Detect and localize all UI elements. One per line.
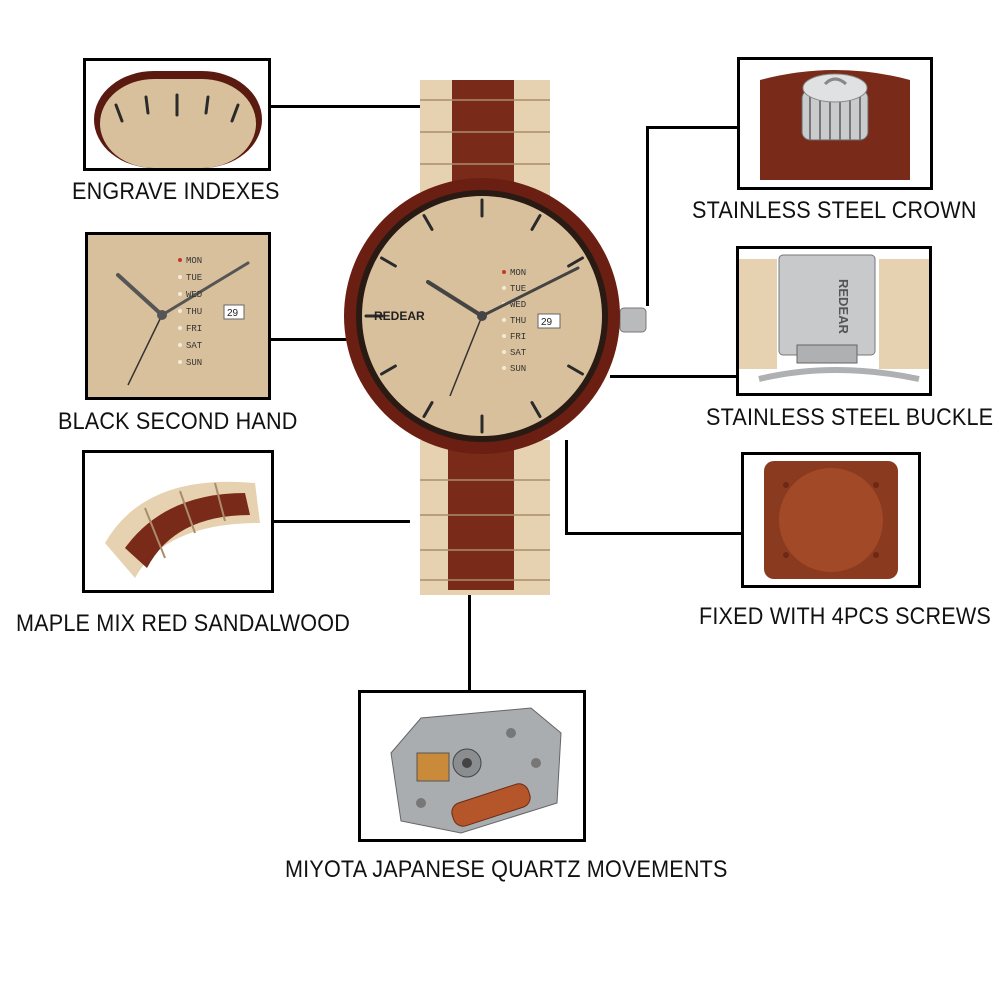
inset-day-label: MON <box>186 256 202 266</box>
inset-day-label: WED <box>186 290 202 300</box>
leader-line-crown-v <box>646 126 649 306</box>
dial-index <box>422 214 434 231</box>
second-hand-image: MON TUE WED THU FRI SAT SUN 29 <box>88 235 268 397</box>
engrave-indexes-label: ENGRAVE INDEXES <box>72 178 280 205</box>
screws-inset <box>741 452 921 588</box>
engrave-indexes-inset <box>83 58 271 171</box>
black-second-hand-label: BLACK SECOND HAND <box>58 408 298 435</box>
dial-brand: REDEAR <box>374 309 425 323</box>
dial-day-label: TUE <box>510 284 526 294</box>
inset-day-label: TUE <box>186 273 202 283</box>
movement-image <box>361 693 583 839</box>
leader-line-engrave <box>270 105 436 108</box>
inset-day-label: FRI <box>186 324 202 334</box>
inset-day-dot <box>178 343 182 347</box>
dial-day-label: MON <box>510 268 526 278</box>
maple-mix-image <box>85 453 271 590</box>
maple-mix-label: MAPLE MIX RED SANDALWOOD <box>16 610 350 637</box>
screws-image <box>744 455 918 585</box>
leader-line-crown <box>647 126 739 129</box>
dial-day-dot <box>502 350 506 354</box>
leader-line-maple <box>274 520 410 523</box>
dial-day-dot <box>502 286 506 290</box>
movement-label: MIYOTA JAPANESE QUARTZ MOVEMENTS <box>285 856 728 883</box>
dial-date: 29 <box>541 317 553 328</box>
stainless-buckle-label: STAINLESS STEEL BUCKLE <box>706 404 994 431</box>
dial-index <box>380 364 397 376</box>
crown-inset <box>737 57 933 190</box>
dial-day-dot <box>502 334 506 338</box>
dial-day-label: FRI <box>510 332 526 342</box>
dial-index <box>530 401 542 418</box>
engrave-indexes-image <box>86 61 268 168</box>
leader-line-buckle <box>610 375 738 378</box>
inset-day-dot <box>178 275 182 279</box>
dial-index <box>567 256 584 268</box>
buckle-image: REDEAR <box>739 249 929 393</box>
stainless-crown-label: STAINLESS STEEL CROWN <box>692 197 977 224</box>
movement-inset <box>358 690 586 842</box>
second-hand-inset: MON TUE WED THU FRI SAT SUN 29 <box>85 232 271 400</box>
leader-line-movement <box>468 588 471 691</box>
dial-index <box>530 214 542 231</box>
maple-mix-inset <box>82 450 274 593</box>
dial-index <box>422 401 434 418</box>
inset-day-dot <box>178 292 182 296</box>
dial-day-label: SUN <box>510 364 526 374</box>
inset-day-dot <box>178 360 182 364</box>
inset-day-dot <box>178 309 182 313</box>
inset-day-label: THU <box>186 307 202 317</box>
dial-day-label: WED <box>510 300 526 310</box>
crown-image <box>740 60 930 187</box>
dial-day-label: SAT <box>510 348 527 358</box>
main-watch-image: REDEAR MON TUE WED THU FRI SAT SUN 29 <box>344 80 647 595</box>
dial-index <box>380 256 397 268</box>
leader-line-screws-v <box>565 440 568 535</box>
dial-day-label: THU <box>510 316 526 326</box>
buckle-brand: REDEAR <box>836 279 851 335</box>
buckle-inset: REDEAR <box>736 246 932 396</box>
inset-day-label: SUN <box>186 358 202 368</box>
leader-line-screws <box>565 532 742 535</box>
inset-day-dot <box>178 326 182 330</box>
fixed-screws-label: FIXED WITH 4PCS SCREWS <box>699 603 991 630</box>
inset-day-dot <box>178 258 182 262</box>
inset-date: 29 <box>227 308 239 319</box>
dial-day-dot <box>502 318 506 322</box>
inset-day-label: SAT <box>186 341 203 351</box>
dial-day-dot <box>502 366 506 370</box>
dial-day-dot <box>502 270 506 274</box>
dial-index <box>567 364 584 376</box>
